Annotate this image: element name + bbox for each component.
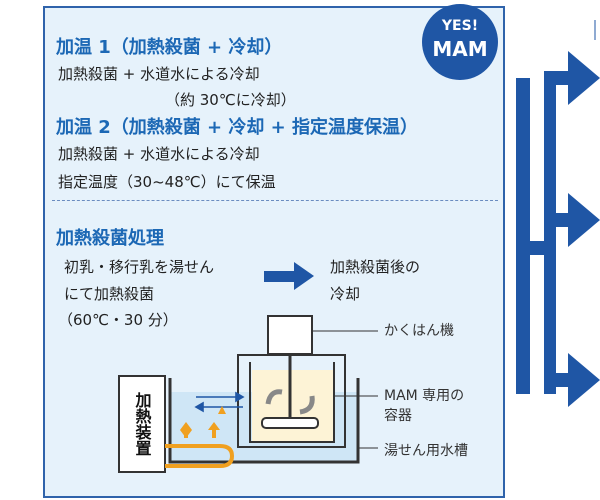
badge-line1: YES! (441, 18, 479, 34)
yes-mam-badge: YES! MAM (422, 4, 498, 80)
milk-circulation-arrows (265, 389, 315, 415)
warming2-line1: 加熱殺菌 + 水道水による冷却 (58, 145, 260, 163)
bath-label: 湯せん用水槽 (384, 443, 468, 459)
sterilization-after1: 加熱殺菌後の (330, 258, 421, 276)
flow-arrow-3 (544, 353, 600, 407)
flow-arrow-2 (544, 193, 600, 247)
flow-arrow-1 (544, 51, 600, 105)
stirrer-paddle (261, 417, 319, 429)
flow-trunk-inner (544, 78, 556, 394)
process-arrow (264, 262, 314, 290)
sterilization-desc2: にて加熱殺菌 (64, 285, 155, 303)
sterilization-heading: 加熱殺菌処理 (56, 228, 164, 249)
sterilization-desc3: （60℃・30 分） (58, 311, 178, 329)
warming1-heading: 加温 1（加熱殺菌 + 冷却） (56, 37, 283, 58)
warming1-line1: 加熱殺菌 + 水道水による冷却 (58, 65, 260, 83)
warming2-heading: 加温 2（加熱殺菌 + 冷却 + 指定温度保温） (56, 117, 419, 138)
heater-box (118, 375, 166, 473)
flow-trunk (516, 78, 530, 394)
warming2-line2: 指定温度（30~48℃）にて保温 (58, 173, 276, 191)
section-divider (52, 200, 498, 201)
bath-vessel (168, 378, 360, 464)
container-label2: 容器 (384, 408, 412, 424)
heating-coil (165, 444, 235, 468)
heater-label: 加熱装置 (132, 392, 152, 456)
stirrer-motor (267, 315, 313, 355)
sterilization-desc1: 初乳・移行乳を湯せん (64, 258, 215, 276)
stirrer-label: かくはん機 (384, 323, 454, 339)
warming1-line2: （約 30℃に冷却） (165, 91, 296, 109)
milk (252, 370, 334, 442)
heat-arrows (180, 406, 226, 438)
mam-container-inner (249, 362, 335, 443)
sterilization-after2: 冷却 (330, 285, 361, 303)
container-label1: MAM 専用の (384, 388, 465, 404)
water-circulation-arrows (194, 391, 245, 413)
leader-lines (312, 330, 378, 449)
badge-line2: MAM (432, 37, 488, 61)
